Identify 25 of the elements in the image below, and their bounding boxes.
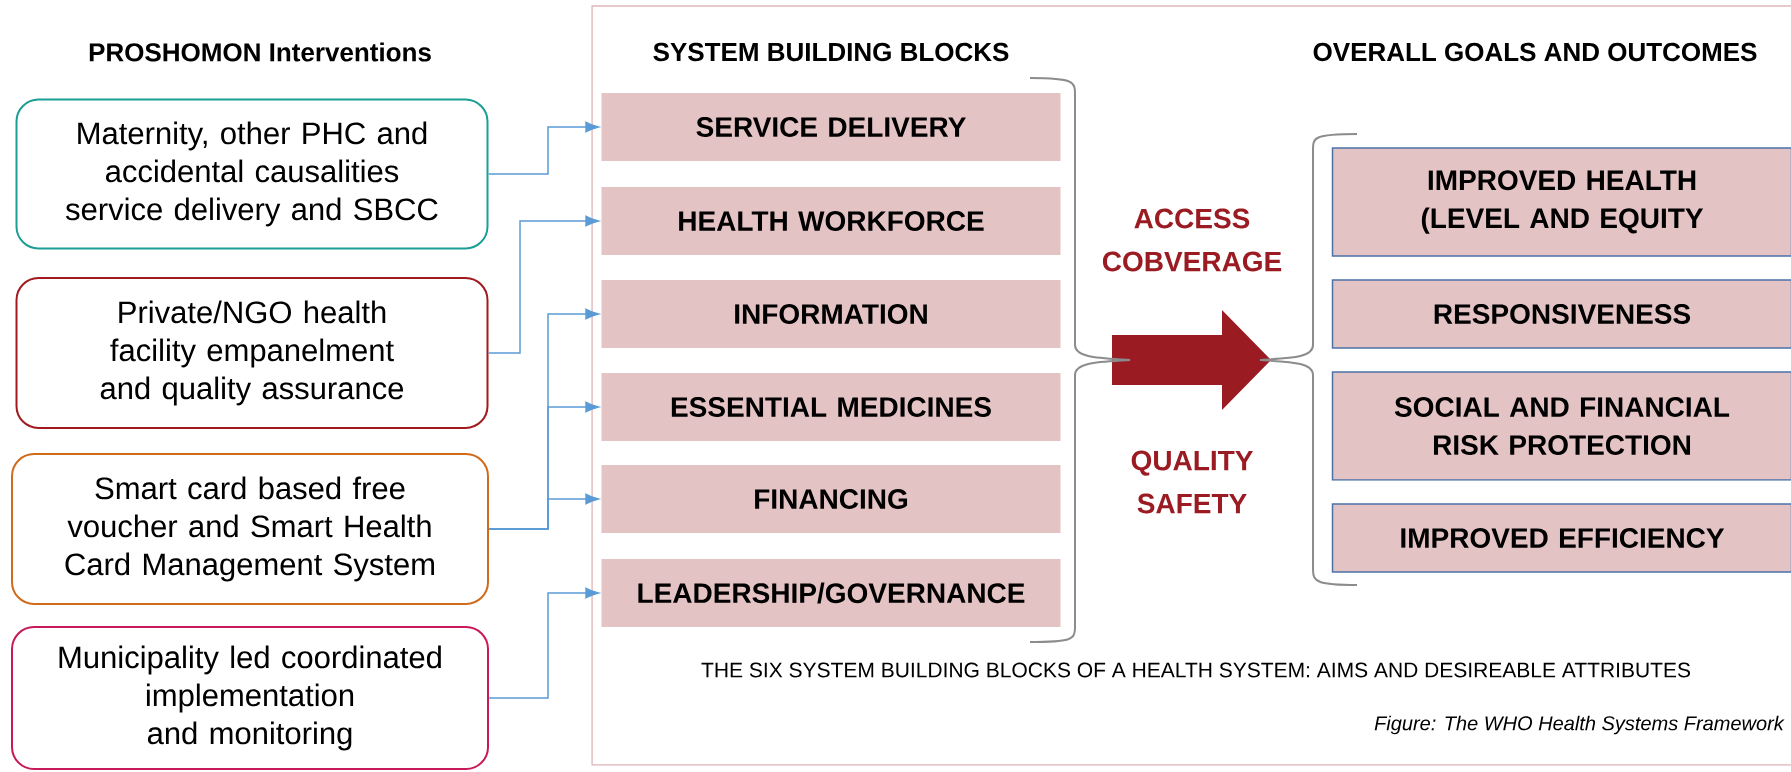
subtitle-text: THE SIX SYSTEM BUILDING BLOCKS OF A HEALTH SYSTEM: AIMS AND DESIREABLE ATTRIBUTES bbox=[701, 662, 1690, 678]
goal-box: IMPROVED EFFICIENCY bbox=[1331, 503, 1791, 573]
arrow bbox=[487, 121, 599, 175]
intervention-box: Maternity, other PHC and accidental causalities service delivery and SBCC bbox=[15, 98, 489, 250]
intervention-box: Municipality led coordinated implementation and monitoring bbox=[11, 626, 489, 770]
arrow bbox=[488, 587, 599, 699]
intervention-box: Smart card based free voucher and Smart Health Card Management System bbox=[11, 453, 489, 605]
column-heading: SYSTEM BUILDING BLOCKS bbox=[653, 42, 1009, 62]
arrow bbox=[488, 493, 599, 530]
building-block-box: INFORMATION bbox=[601, 280, 1061, 348]
goal-box: SOCIAL AND FINANCIAL RISK PROTECTION bbox=[1331, 371, 1791, 481]
attribute-label: QUALITY SAFETY bbox=[1131, 450, 1253, 514]
column-heading: OVERALL GOALS AND OUTCOMES bbox=[1313, 42, 1757, 62]
goal-box: RESPONSIVENESS bbox=[1331, 279, 1791, 349]
attribute-label: ACCESS COBVERAGE bbox=[1102, 208, 1282, 272]
intervention-box: Private/NGO health facility empanelment and quality assurance bbox=[15, 277, 489, 429]
building-block-box: LEADERSHIP/GOVERNANCE bbox=[601, 559, 1061, 627]
column-heading: PROSHOMON Interventions bbox=[89, 42, 431, 62]
building-block-box: FINANCING bbox=[601, 465, 1061, 533]
goal-box: IMPROVED HEALTH (LEVEL AND EQUITY bbox=[1331, 147, 1791, 257]
building-block-box: ESSENTIAL MEDICINES bbox=[601, 373, 1061, 441]
figure-caption: Figure: The WHO Health Systems Framework bbox=[1374, 715, 1785, 735]
building-block-box: SERVICE DELIVERY bbox=[601, 93, 1061, 161]
arrow bbox=[487, 215, 599, 354]
building-block-box: HEALTH WORKFORCE bbox=[601, 187, 1061, 255]
